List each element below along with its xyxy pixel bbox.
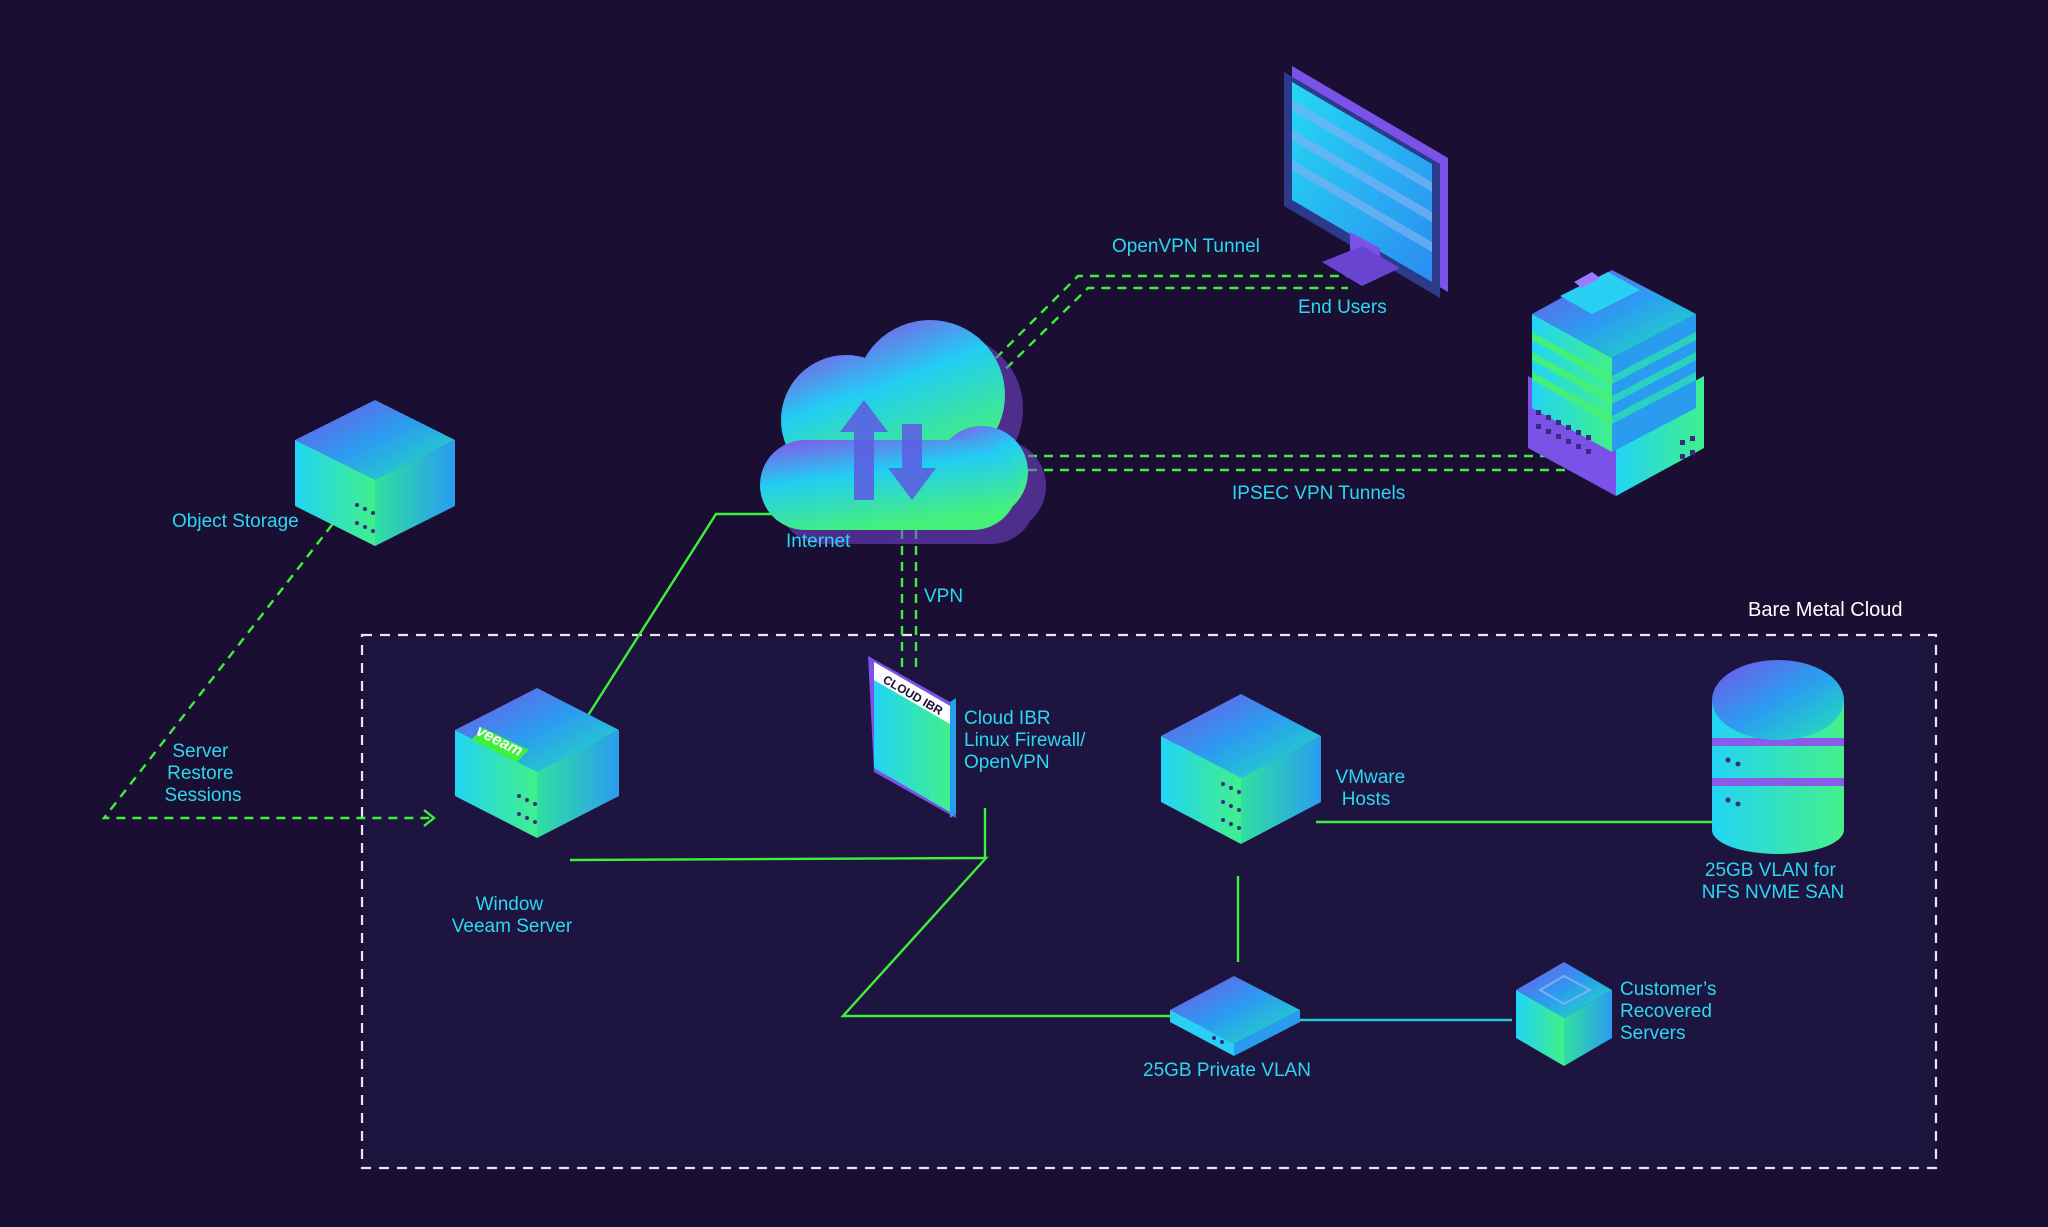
restore-line-2: Restore xyxy=(167,763,234,784)
vmware-line-1: VMware xyxy=(1336,767,1406,788)
san-label: 25GB VLAN for NFS NVME SAN xyxy=(1702,860,1845,903)
bare-metal-cloud-panel xyxy=(362,635,1936,1168)
veeam-server-stack-icon: veeam xyxy=(455,688,619,838)
vmware-line-2: Hosts xyxy=(1342,789,1391,810)
san-line-2: NFS NVME SAN xyxy=(1702,882,1845,903)
cloud-ibr-line-2: Linux Firewall/ xyxy=(964,730,1086,751)
database-icon xyxy=(1712,660,1844,854)
vpn-label: VPN xyxy=(924,586,963,607)
office-building-icon xyxy=(1528,270,1704,496)
customer-line-1: Customer’s xyxy=(1620,979,1716,1000)
network-switch-icon xyxy=(1170,976,1300,1056)
server-stack-icon xyxy=(295,400,455,546)
cloud-upload-download-icon xyxy=(760,320,1046,544)
cloud-ibr-label: Cloud IBR Linux Firewall/ OpenVPN xyxy=(964,708,1091,773)
firewall-to-switch-link xyxy=(840,856,1172,1018)
customer-line-3: Servers xyxy=(1620,1023,1685,1044)
object-storage-restore-link xyxy=(101,511,432,820)
restore-line-3: Sessions xyxy=(164,785,241,806)
upload-arrow-icon xyxy=(840,400,888,500)
veeam-line-2: Veeam Server xyxy=(452,916,573,937)
openvpn-tunnel-label: OpenVPN Tunnel xyxy=(1112,236,1260,257)
vmware-hosts-stack-icon xyxy=(1161,694,1321,844)
veeam-line-1: Window xyxy=(476,894,544,915)
restore-sessions-label: Server Restore Sessions xyxy=(164,741,241,806)
internet-label: Internet xyxy=(786,531,851,552)
appliance-icon: CLOUD IBR xyxy=(868,656,956,818)
cloud-ibr-line-1: Cloud IBR xyxy=(964,708,1051,729)
vmware-hosts-label: VMware Hosts xyxy=(1336,767,1411,810)
download-arrow-icon xyxy=(888,424,936,500)
veeam-server-label: Window Veeam Server xyxy=(452,894,573,937)
cloud-ibr-line-3: OpenVPN xyxy=(964,752,1050,773)
san-line-1: 25GB VLAN for xyxy=(1705,860,1837,881)
customer-line-2: Recovered xyxy=(1620,1001,1712,1022)
restore-line-1: Server xyxy=(172,741,229,762)
recovered-server-icon xyxy=(1516,962,1612,1066)
private-vlan-label: 25GB Private VLAN xyxy=(1143,1060,1311,1081)
customer-servers-label: Customer’s Recovered Servers xyxy=(1620,979,1722,1044)
object-storage-label: Object Storage xyxy=(172,511,299,532)
monitor-icon xyxy=(1284,66,1448,298)
openvpn-tunnel-link-a xyxy=(961,274,1348,393)
bare-metal-cloud-label: Bare Metal Cloud xyxy=(1748,599,1903,621)
openvpn-tunnel-link-b xyxy=(971,286,1348,403)
end-users-label: End Users xyxy=(1298,297,1387,318)
connections xyxy=(101,274,1716,1022)
bare-metal-cloud-boundary xyxy=(360,633,1938,1170)
ipsec-label: IPSEC VPN Tunnels xyxy=(1232,483,1405,504)
restore-arrowhead xyxy=(423,809,436,827)
